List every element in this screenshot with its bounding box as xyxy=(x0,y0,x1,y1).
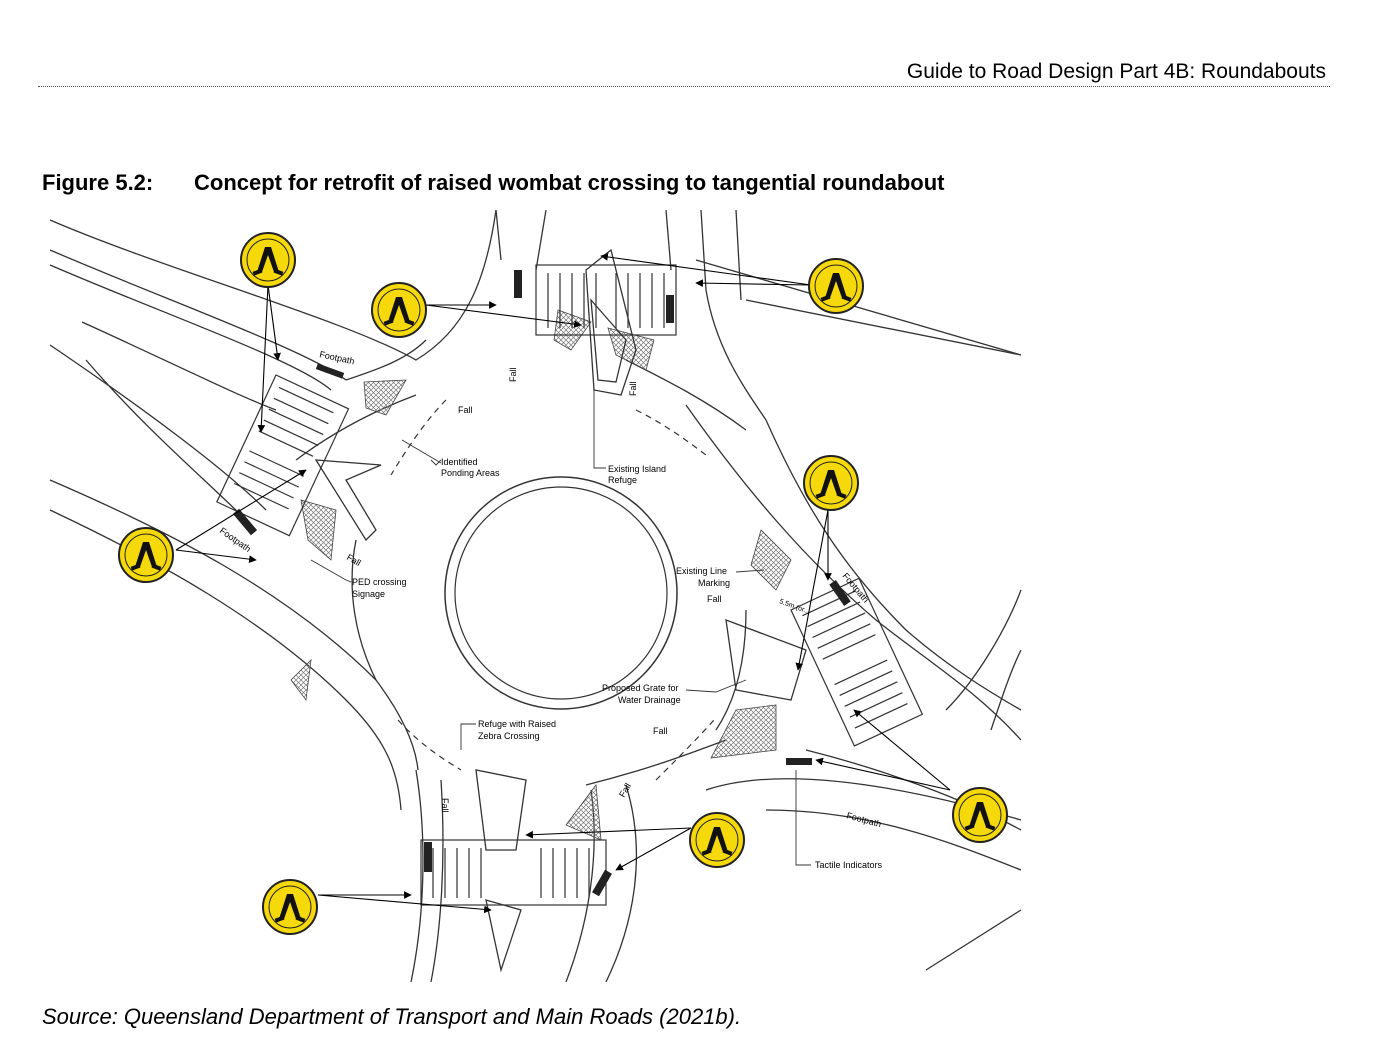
figure-caption: Figure 5.2: Concept for retrofit of raise… xyxy=(42,170,944,196)
kerb-thresholds xyxy=(232,270,851,897)
label-ped-crossing-1: PED crossing xyxy=(352,577,407,587)
zebra-crossings xyxy=(216,264,924,906)
label-existing-island-2: Refuge xyxy=(608,475,637,485)
label-fall-4: Fall xyxy=(345,552,363,568)
leader-arrows xyxy=(175,253,951,914)
annotation-leaders xyxy=(310,390,811,866)
label-proposed-grate-1: Proposed Grate for xyxy=(602,683,679,693)
label-ped-crossing-2: Signage xyxy=(352,589,385,599)
figure-title: Concept for retrofit of raised wombat cr… xyxy=(194,170,945,195)
road-linework xyxy=(49,210,1022,982)
label-existing-line-2: Marking xyxy=(698,578,730,588)
label-fall-8: Fall xyxy=(440,798,450,813)
label-existing-line-1: Existing Line xyxy=(676,566,727,576)
label-fall-5: Fall xyxy=(707,594,722,604)
label-fall-6: Fall xyxy=(653,726,668,736)
label-refuge-raised-2: Zebra Crossing xyxy=(478,731,540,741)
label-identified-ponding-1: Identified xyxy=(441,457,478,467)
label-proposed-grate-2: Water Drainage xyxy=(618,695,681,705)
yield-lines xyxy=(390,399,715,781)
label-tactile: Tactile Indicators xyxy=(815,860,883,870)
roundabout-drawing: Identified Ponding Areas Existing Island… xyxy=(46,210,1024,982)
drawing-labels: Identified Ponding Areas Existing Island… xyxy=(218,349,883,870)
label-dimension-55: 5.5m (or... xyxy=(778,598,810,615)
label-identified-ponding-2: Ponding Areas xyxy=(441,468,500,478)
label-existing-island-1: Existing Island xyxy=(608,464,666,474)
label-footpath-se: Footpath xyxy=(845,810,882,829)
label-fall-2: Fall xyxy=(508,367,518,382)
running-header: Guide to Road Design Part 4B: Roundabout… xyxy=(906,60,1326,83)
label-fall-7: Fall xyxy=(617,781,633,799)
label-fall-1: Fall xyxy=(458,405,473,415)
figure-number: Figure 5.2: xyxy=(42,170,154,195)
label-fall-3: Fall xyxy=(628,381,638,396)
source-note: Source: Queensland Department of Transpo… xyxy=(42,1004,742,1029)
central-island xyxy=(444,476,678,710)
label-refuge-raised-1: Refuge with Raised xyxy=(478,719,556,729)
label-footpath-nw: Footpath xyxy=(319,349,356,366)
header-rule xyxy=(38,86,1330,87)
hatched-areas xyxy=(290,309,792,841)
